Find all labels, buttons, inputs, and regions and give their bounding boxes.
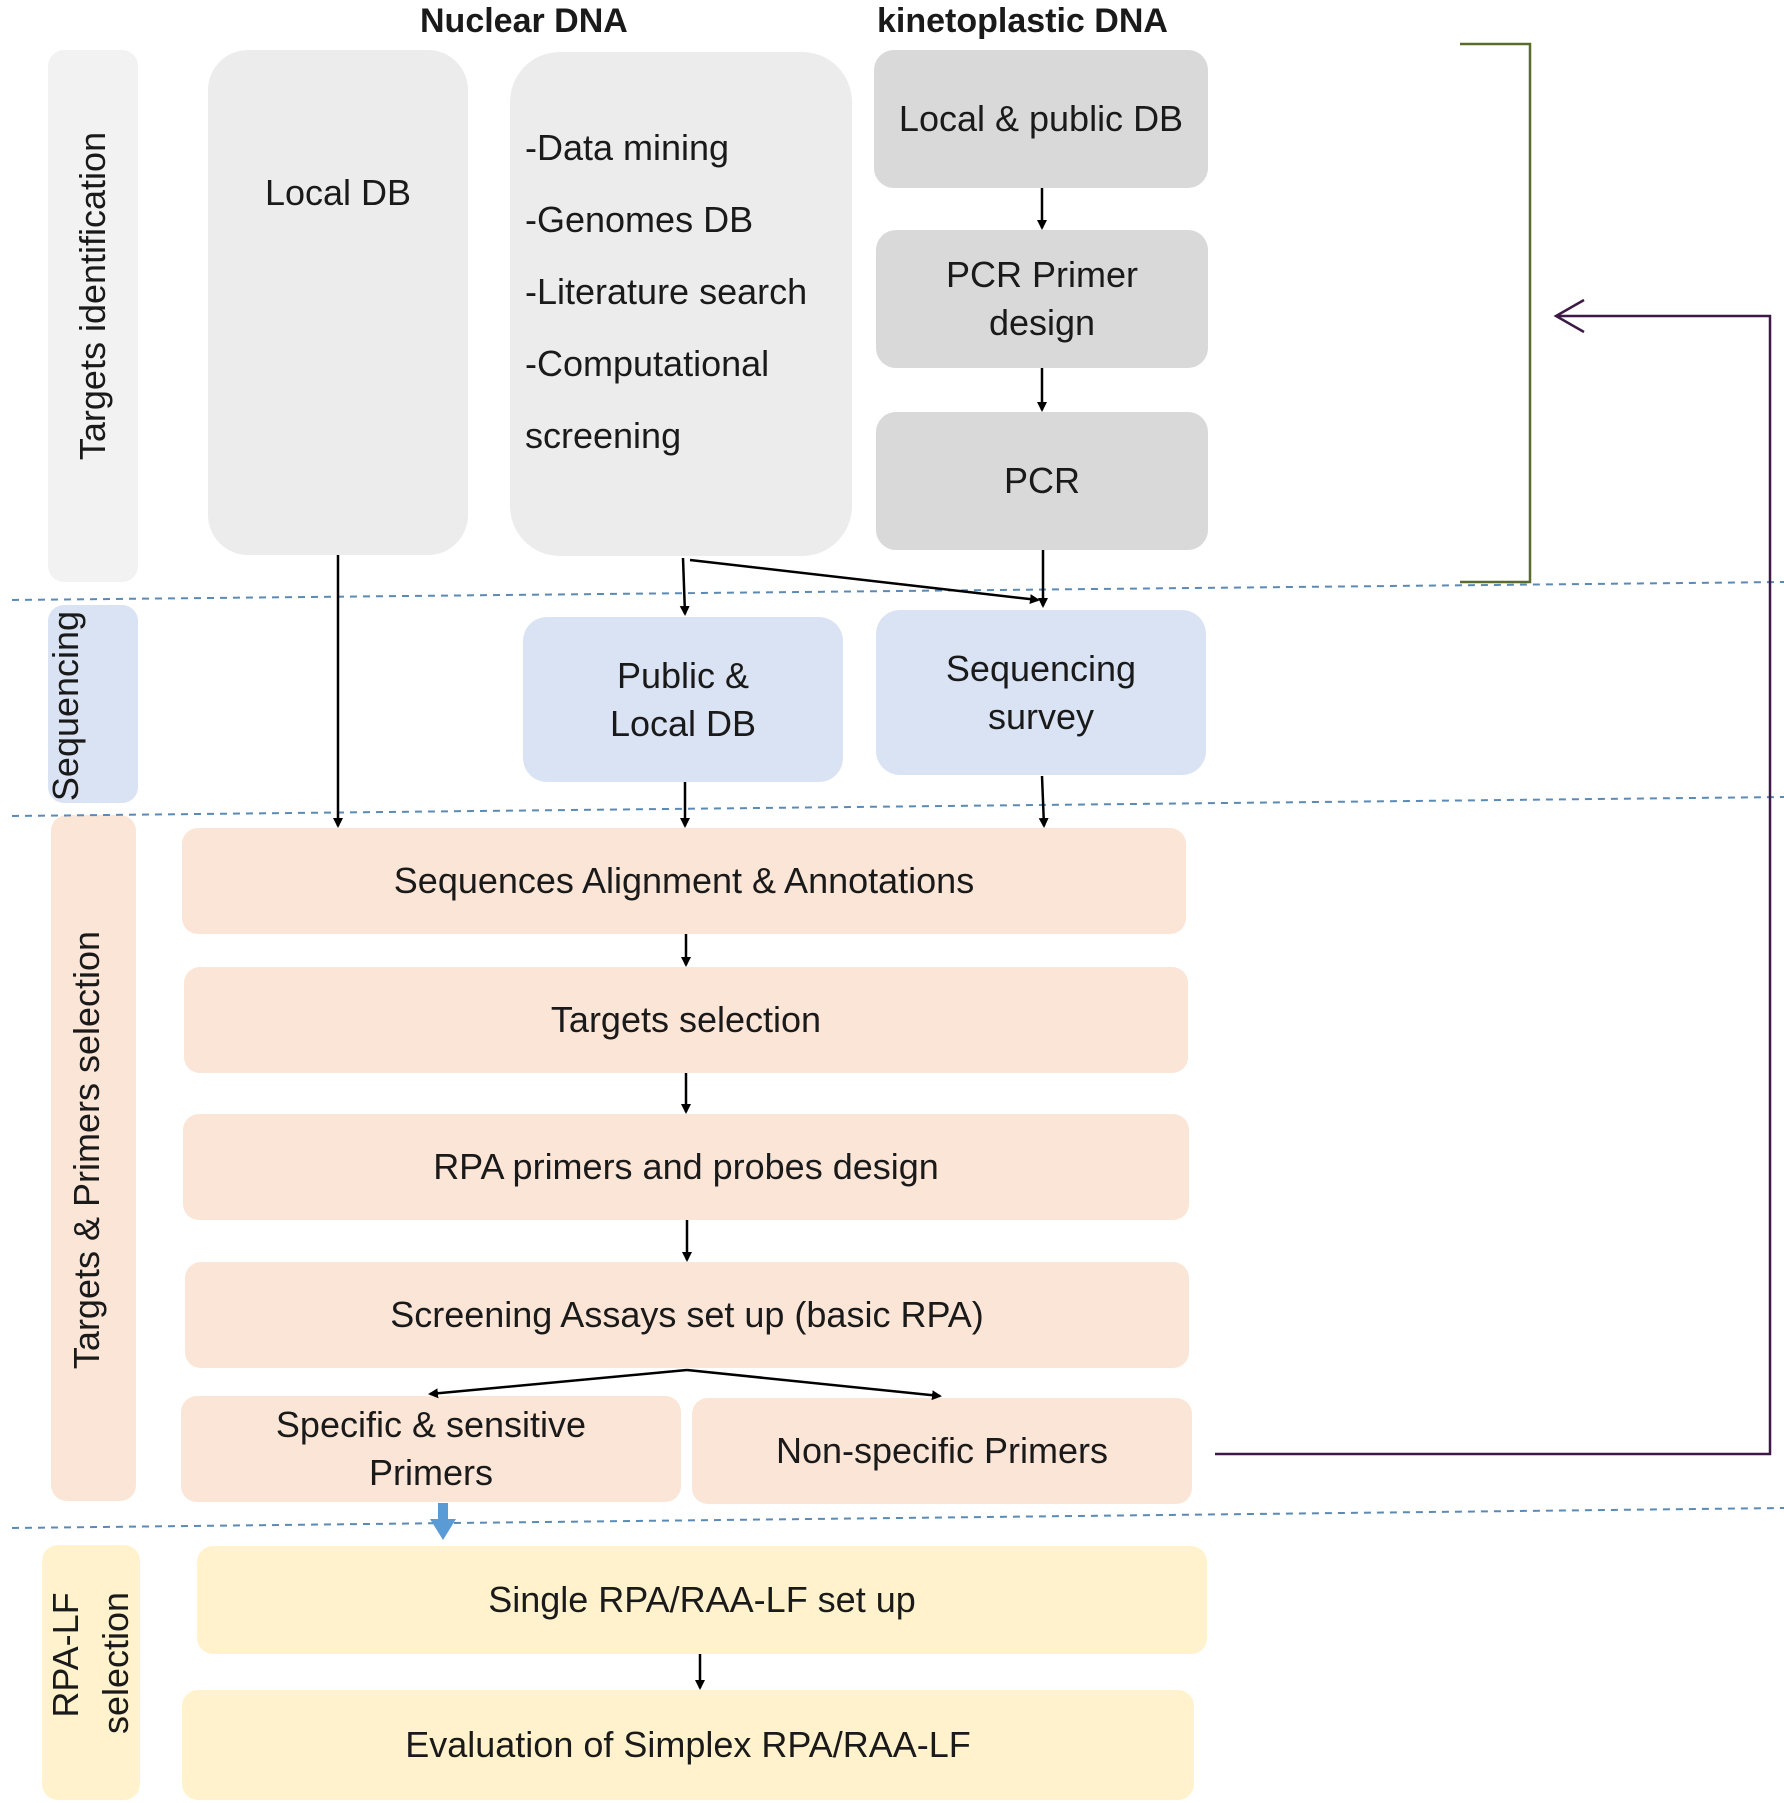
list-item: -Literature search — [525, 271, 808, 312]
list-item: screening — [525, 415, 682, 456]
node-rpa-design: RPA primers and probes design — [183, 1114, 1189, 1220]
section-sequencing — [48, 605, 138, 803]
node-public-local-db: Public & Local DB — [523, 617, 843, 782]
scope-bracket — [1460, 42, 1532, 584]
node-public-local-db-line2: Local DB — [609, 702, 757, 744]
node-local-db: Local DB — [208, 50, 468, 555]
arrow — [689, 558, 1040, 605]
list-item: -Data mining — [525, 127, 730, 168]
section-rpa-lf-selection — [42, 1545, 140, 1800]
list-item: -Genomes DB — [525, 199, 754, 240]
node-local-public-db-text: Local & public DB — [898, 98, 1184, 139]
node-specific-primers-line1: Specific & sensitive — [275, 1404, 587, 1445]
node-rpa-design-text: RPA primers and probes design — [433, 1146, 939, 1187]
node-public-local-db-line1: Public & — [616, 654, 750, 696]
node-non-specific-primers-text: Non-specific Primers — [775, 1430, 1109, 1471]
node-screening-assays: Screening Assays set up (basic RPA) — [185, 1262, 1189, 1368]
list-item: -Computational — [525, 343, 770, 384]
node-local-db-text: Local DB — [264, 171, 412, 213]
node-data-mining — [510, 52, 852, 556]
node-sequencing-survey-line2: survey — [987, 695, 1095, 737]
feedback-arrowhead — [1553, 298, 1585, 334]
feedback-loop — [1215, 314, 1772, 1456]
section-targets-identification — [48, 50, 138, 582]
node-single-rpa-text: Single RPA/RAA-LF set up — [488, 1579, 916, 1620]
arrow — [428, 1368, 688, 1399]
section-targets-primers-selection — [51, 815, 136, 1501]
node-sequencing-survey-line1: Sequencing — [945, 647, 1137, 689]
highlight-arrow-shaft — [438, 1503, 448, 1521]
divider-line — [11, 581, 1784, 601]
node-evaluation-text: Evaluation of Simplex RPA/RAA-LF — [405, 1724, 971, 1765]
node-alignment-text: Sequences Alignment & Annotations — [393, 860, 975, 901]
node-pcr: PCR — [876, 412, 1208, 550]
node-local-public-db: Local & public DB — [874, 50, 1208, 188]
node-pcr-primer-design-line1: PCR Primer — [945, 254, 1138, 295]
divider-line — [11, 796, 1784, 817]
arrow — [686, 1368, 942, 1401]
node-pcr-text: PCR — [1003, 460, 1080, 501]
nuclear-dna-header: Nuclear DNA — [420, 2, 628, 40]
node-specific-primers: Specific & sensitive Primers — [181, 1396, 681, 1502]
node-pcr-primer-design-line2: design — [988, 302, 1096, 343]
data-mining-list: -Data mining -Genomes DB -Literature sea… — [525, 112, 807, 472]
node-evaluation: Evaluation of Simplex RPA/RAA-LF — [182, 1690, 1194, 1800]
kinetoplastic-dna-header: kinetoplastic DNA — [877, 2, 1168, 40]
node-sequencing-survey: Sequencing survey — [876, 610, 1206, 775]
node-screening-assays-text: Screening Assays set up (basic RPA) — [390, 1294, 984, 1335]
node-specific-primers-line2: Primers — [369, 1452, 493, 1493]
node-single-rpa: Single RPA/RAA-LF set up — [197, 1546, 1207, 1654]
node-targets-selection: Targets selection — [184, 967, 1188, 1073]
node-alignment: Sequences Alignment & Annotations — [182, 828, 1186, 934]
arrow — [1038, 775, 1049, 828]
node-non-specific-primers: Non-specific Primers — [692, 1398, 1192, 1504]
node-pcr-primer-design: PCR Primer design — [876, 230, 1208, 368]
node-targets-selection-text: Targets selection — [550, 999, 822, 1040]
arrow — [679, 557, 690, 616]
highlight-arrow-head — [430, 1519, 456, 1540]
divider-line — [11, 1507, 1784, 1529]
